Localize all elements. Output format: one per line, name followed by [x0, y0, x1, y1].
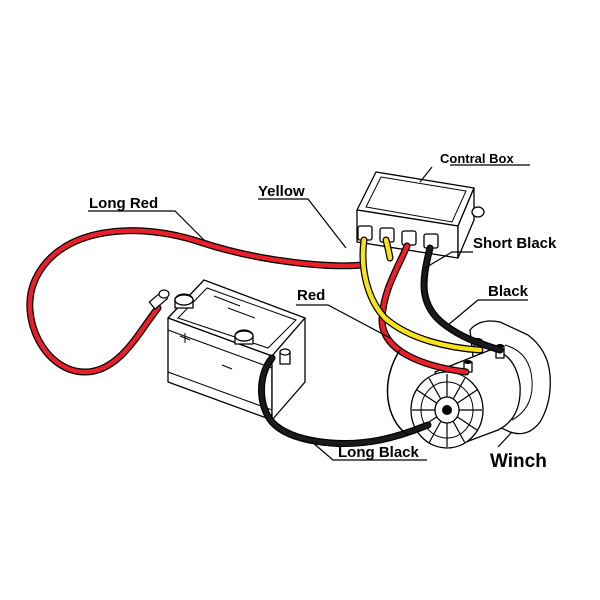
cable-glands [357, 225, 439, 249]
label-winch: Winch [490, 451, 547, 472]
wire-yellow [359, 236, 484, 354]
label-long-red: Long Red [89, 195, 158, 212]
negative-terminal [234, 329, 254, 345]
positive-terminal [174, 293, 194, 309]
wire-long-red [26, 227, 366, 376]
plus-symbol [179, 333, 191, 343]
label-yellow: Yellow [258, 183, 305, 200]
control-box-connector [471, 206, 485, 218]
wire-black-tail [386, 349, 409, 436]
wire-yellow-short [382, 236, 394, 262]
minus-symbol [221, 364, 233, 370]
wires [26, 227, 504, 447]
wire-red [378, 242, 470, 376]
leader-lines [88, 164, 530, 461]
control-box [356, 171, 485, 259]
label-black: Black [488, 283, 529, 300]
label-control-box: Contral Box [440, 151, 514, 166]
battery-side-post [279, 348, 291, 365]
label-short-black: Short Black [473, 235, 557, 252]
battery-side [271, 317, 306, 421]
control-box-side [457, 187, 475, 259]
wire-short-black [420, 244, 504, 354]
battery [167, 279, 306, 421]
label-red: Red [297, 287, 325, 304]
cable-lug [148, 289, 170, 310]
label-long-black: Long Black [338, 444, 420, 461]
